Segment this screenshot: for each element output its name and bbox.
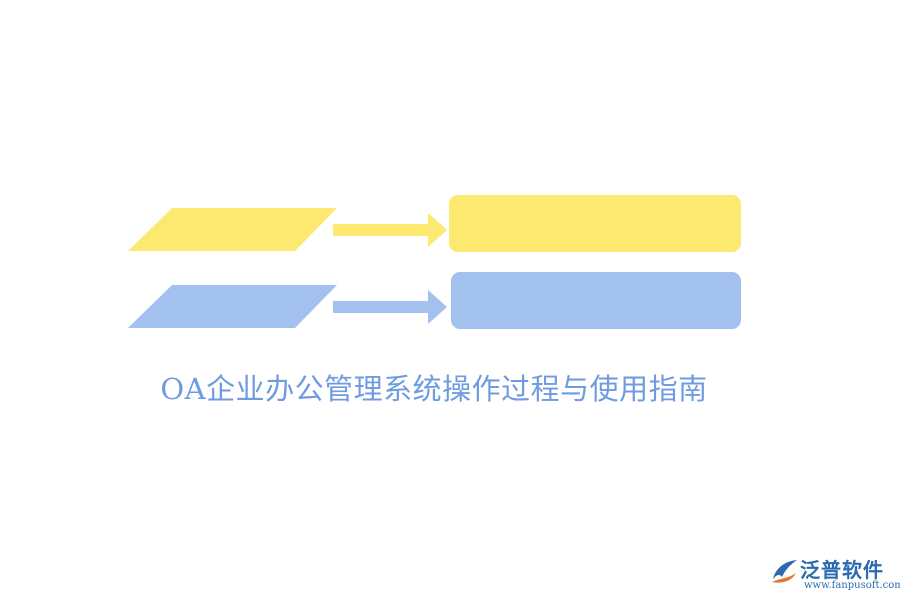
- input-parallelogram-2: [128, 285, 337, 328]
- logo-name: 泛普软件: [800, 558, 884, 582]
- brand-logo: 泛普软件 www.fanpusoft.com: [770, 553, 900, 595]
- leaf-swoosh-icon: [772, 560, 797, 583]
- output-box-1: [449, 195, 741, 252]
- arrow-right-icon-1: [333, 213, 447, 247]
- logo-url: www.fanpusoft.com: [804, 580, 900, 591]
- input-parallelogram-1: [128, 208, 337, 251]
- output-box-2: [451, 272, 741, 329]
- diagram-title: OA企业办公管理系统操作过程与使用指南: [160, 372, 708, 406]
- arrow-right-icon-2: [333, 290, 447, 324]
